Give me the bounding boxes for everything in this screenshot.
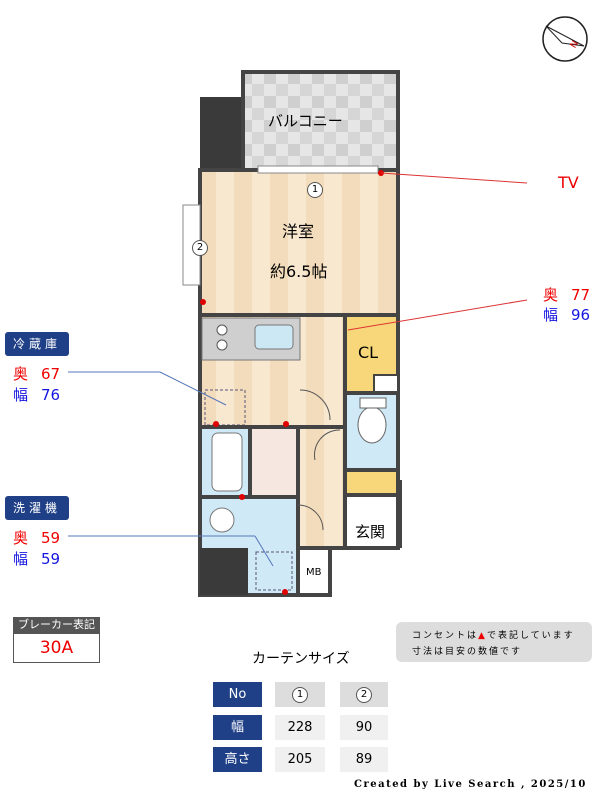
curtain-height-2: 89 [340, 747, 388, 772]
entrance-label: 玄関 [355, 523, 386, 541]
curtain-height-1: 205 [275, 747, 325, 772]
closet-depth-label: 奥 [543, 286, 559, 304]
fridge-tag: 冷蔵庫 [5, 332, 69, 356]
window-1-marker: 1 [307, 182, 323, 198]
curtain-row-width: 幅 [213, 715, 262, 740]
closet-width: 96 [571, 306, 591, 324]
credit: Created by Live Search , 2025/10 [354, 779, 587, 790]
fridge-width-label: 幅 [13, 386, 29, 404]
washer-width: 59 [41, 550, 61, 568]
window-1 [257, 165, 379, 174]
outlet-icon: ▲ [478, 631, 487, 641]
notes-box: コンセントは▲で表記しています 寸法は目安の数値です [396, 622, 592, 662]
room-size: 約6.5帖 [270, 262, 328, 281]
fridge-depth: 67 [41, 365, 61, 383]
washer-depth: 59 [41, 529, 61, 547]
curtain-width-2: 90 [340, 715, 388, 740]
washer-depth-label: 奥 [13, 529, 29, 547]
closet-label: CL [358, 343, 379, 362]
wall-block [200, 97, 243, 170]
compass-icon: N [542, 16, 588, 62]
tv-label: TV [558, 173, 579, 192]
sink [254, 324, 294, 350]
entrance [343, 493, 400, 550]
note-dimensions: 寸法は目安の数値です [412, 647, 523, 657]
outlets [200, 170, 384, 595]
room-label: 洋室 [282, 222, 315, 241]
window-2-marker: 2 [192, 240, 208, 256]
curtain-title: カーテンサイズ [252, 651, 350, 667]
balcony-label: バルコニー [268, 112, 343, 130]
breaker-label: ブレーカー表記 [13, 617, 100, 633]
curtain-width-1: 228 [275, 715, 325, 740]
breaker-value: 30A [13, 633, 100, 663]
note-outlet-b: で表記しています [486, 631, 575, 641]
curtain-header-no: No [213, 682, 262, 707]
washer-width-label: 幅 [13, 550, 29, 568]
floor-plan [68, 70, 528, 597]
fridge-width: 76 [41, 386, 61, 404]
curtain-col-1: 1 [275, 682, 325, 707]
closet-depth: 77 [571, 286, 591, 304]
fridge-depth-label: 奥 [13, 365, 29, 383]
balcony [241, 70, 400, 172]
meter-box [296, 546, 332, 597]
curtain-col-2: 2 [340, 682, 388, 707]
washer-space [255, 551, 293, 591]
svg-text:N: N [569, 39, 581, 50]
washer-tag: 洗濯機 [5, 496, 69, 520]
hallway [296, 425, 347, 550]
western-room [198, 168, 400, 317]
meter-box-label: MB [306, 567, 322, 578]
curtain-row-height: 高さ [213, 747, 262, 772]
note-outlet-a: コンセントは [412, 631, 479, 641]
closet-width-label: 幅 [543, 306, 559, 324]
